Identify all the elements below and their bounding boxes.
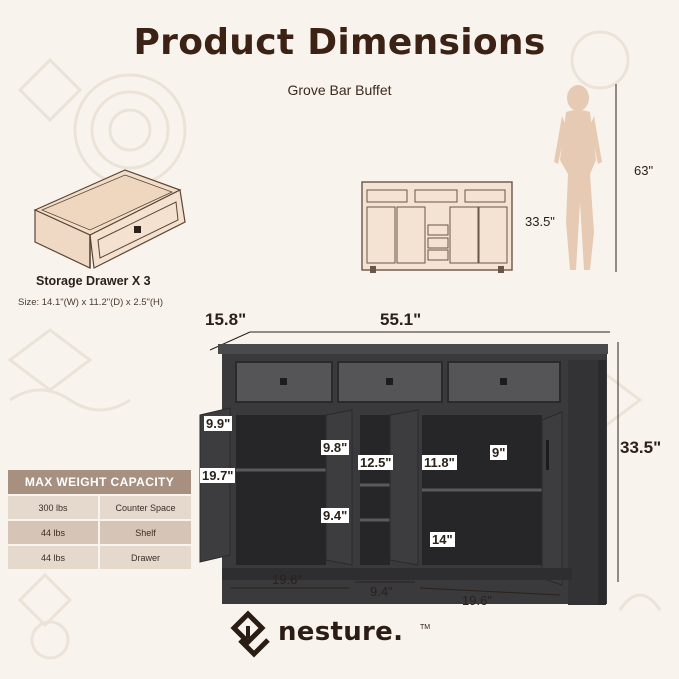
right-depth-dimension: 14" [430, 532, 455, 547]
center-width-dimension: 12.5" [358, 455, 394, 470]
person-silhouette-icon [554, 84, 617, 272]
drawer-size: Size: 14.1"(W) x 11.2"(D) x 2.5"(H) [18, 297, 164, 308]
weight-location: Drawer [99, 544, 191, 569]
front-view-height: 33.5" [525, 214, 555, 229]
table-row: 44 lbs Drawer [8, 544, 191, 569]
trademark-mark: TM [420, 624, 431, 631]
page-title: Product Dimensions [133, 22, 546, 63]
brand-logo-icon [230, 610, 270, 658]
depth-dimension: 15.8" [205, 310, 247, 329]
buffet-front-view [361, 181, 513, 273]
weight-value: 44 lbs [8, 519, 100, 545]
person-height: 63" [634, 163, 654, 178]
table-row: 300 lbs Counter Space [8, 494, 191, 520]
brand-name: nesture. [278, 617, 404, 647]
height-dimension: 33.5" [620, 438, 662, 457]
buffet-cabinet [199, 331, 619, 605]
door-width-dimension: 9.9" [204, 416, 233, 431]
weight-table-header: MAX WEIGHT CAPACITY [8, 470, 191, 495]
bottom-center-dimension: 9.4" [370, 584, 393, 599]
weight-location: Shelf [99, 519, 191, 545]
drawer-illustration [33, 169, 186, 269]
right-upper-dimension: 9" [490, 445, 508, 460]
center-lower-dimension: 9.4" [321, 508, 350, 523]
width-dimension: 55.1" [380, 310, 422, 329]
bottom-left-dimension: 19.6" [272, 572, 302, 587]
right-width-dimension: 11.8" [422, 455, 457, 470]
table-row: 44 lbs Shelf [8, 519, 191, 545]
drawer-title: Storage Drawer X 3 [36, 274, 151, 288]
weight-location: Counter Space [99, 494, 191, 520]
product-name: Grove Bar Buffet [287, 82, 392, 98]
weight-value: 300 lbs [8, 494, 100, 520]
center-upper-dimension: 9.8" [321, 440, 350, 455]
weight-value: 44 lbs [8, 544, 100, 569]
weight-capacity-table: MAX WEIGHT CAPACITY 300 lbs Counter Spac… [8, 470, 191, 569]
side-shelf-height-dimension: 19.7" [200, 468, 236, 483]
bottom-right-dimension: 19.6" [462, 593, 492, 608]
